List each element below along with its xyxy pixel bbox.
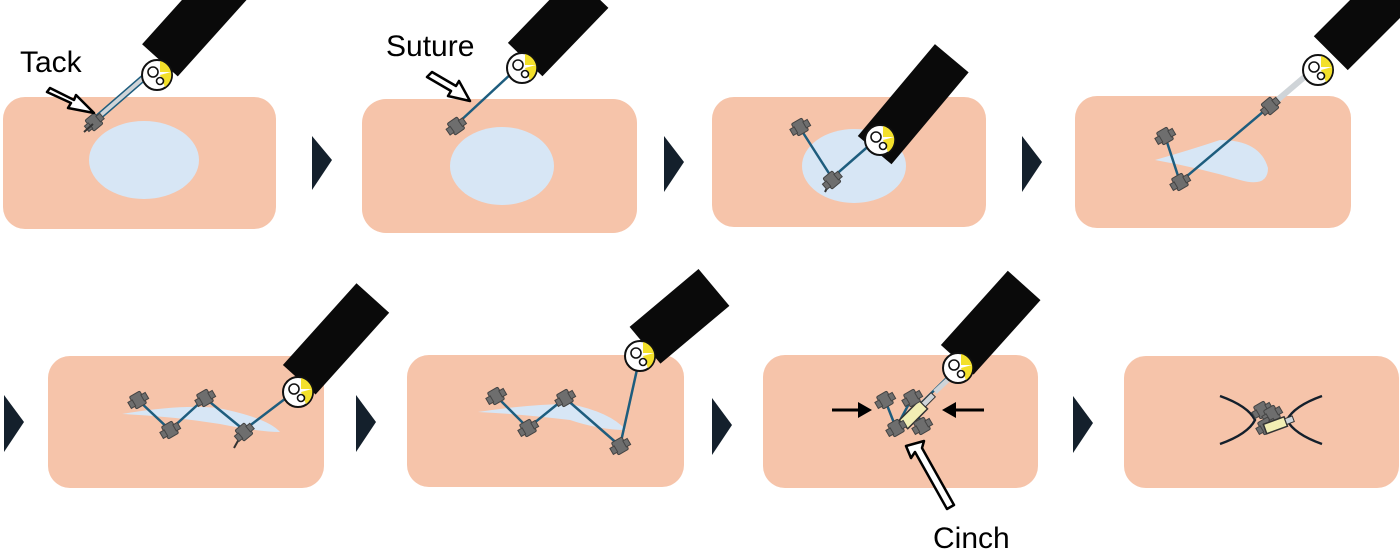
suture-pointer-arrow [425,70,472,103]
compress-left-arrow [942,402,956,418]
step-arrow-3 [1022,136,1042,192]
step-4-panel [1075,0,1400,228]
cinch-device [1262,415,1295,435]
endoscope [940,270,1041,375]
scope-cap-icon [1302,54,1334,86]
endoscope [282,283,390,395]
defect [89,121,199,199]
suture-thread [456,71,514,125]
endoscope [629,269,730,364]
step-arrow-5 [356,395,376,452]
step-1-panel: Tack [3,0,276,229]
defect [1155,140,1268,183]
step-arrow-2 [664,136,684,192]
tissue [48,356,324,488]
tack-pointer-arrow [45,86,96,115]
endoscope [1313,0,1400,71]
step-7-panel: Cinch [763,270,1041,555]
defect [450,127,554,205]
step-arrow-6 [712,398,732,455]
scope-cap-icon [864,124,896,156]
defect [478,404,626,430]
scope-cap-icon [141,59,173,91]
suture-label: Suture [386,30,474,63]
tissue-fold [1219,394,1257,446]
step-6-panel [407,269,730,487]
tissue [407,355,684,487]
scope-cap-icon [942,352,974,384]
tack-label: Tack [20,46,83,79]
cinch-pointer-arrow [904,439,956,511]
step-5-panel [48,283,390,488]
cinch-label: Cinch [933,522,1010,555]
scope-cap-icon [282,376,314,408]
step-arrow-4 [4,395,24,452]
endoscope [142,0,252,77]
step-arrow-7 [1073,396,1093,453]
endoscope [507,0,609,77]
scope-cap-icon [624,340,656,372]
scope-cap-icon [506,52,538,84]
compress-right-arrow [858,402,872,418]
step-2-panel: Suture [362,0,637,233]
step-3-panel [712,44,986,227]
step-8-panel [1124,356,1399,488]
step-arrow-1 [312,136,332,190]
